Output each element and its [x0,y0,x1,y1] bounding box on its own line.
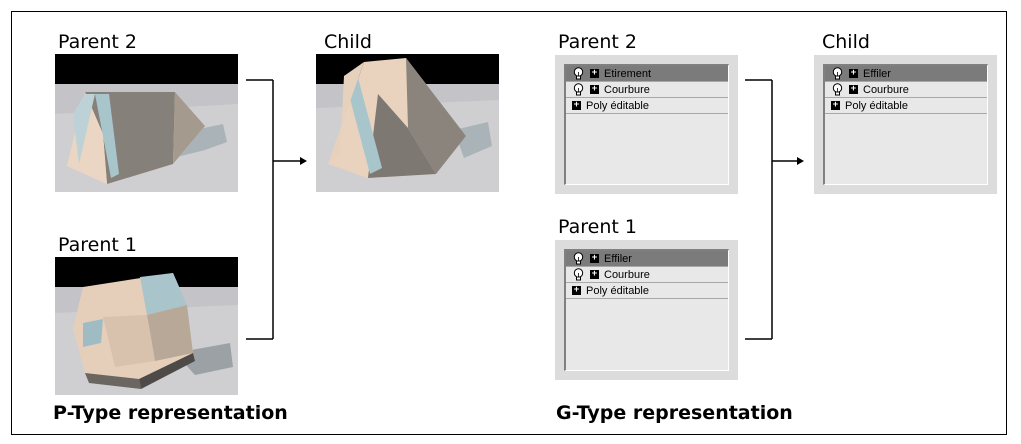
modifier-label: Poly éditable [586,285,649,297]
g-child-modifier-row[interactable]: + Poly éditable [825,98,987,114]
modifier-label: Courbure [604,84,650,96]
g-child-stack-list: + Effiler + Courbure + Poly éditable [823,64,988,185]
lightbulb-icon[interactable] [573,252,584,265]
plus-box-icon[interactable]: + [590,253,599,263]
p-child-label: Child [324,31,372,53]
g-parent2-modifier-row[interactable]: + Etirement [566,66,728,82]
g-parent2-stack-panel: + Etirement + Courbure + Poly éditable [555,55,738,194]
g-child-stack-panel: + Effiler + Courbure + Poly éditable [814,55,997,194]
p-parent1-label: Parent 1 [58,234,137,256]
plus-box-icon[interactable]: + [831,100,840,110]
modifier-label: Effiler [604,253,632,265]
right-arrow-icon [300,157,307,165]
plus-box-icon[interactable]: + [849,68,858,78]
modifier-label: Poly éditable [586,100,649,112]
g-parent1-stack-list: + Effiler + Courbure + Poly éditable [564,249,729,371]
lightbulb-icon[interactable] [832,83,843,96]
g-child-modifier-row[interactable]: + Courbure [825,82,987,98]
lightbulb-icon[interactable] [573,67,584,80]
p-parent2-render [55,54,238,192]
modifier-label: Courbure [604,269,650,281]
plus-box-icon[interactable]: + [572,100,581,110]
modifier-label: Etirement [604,68,652,80]
p-parent2-label: Parent 2 [58,31,137,53]
plus-box-icon[interactable]: + [849,84,858,94]
g-type-caption: G-Type representation [556,402,793,424]
p-parent1-render [55,257,238,395]
p-child-render [316,54,499,192]
lightbulb-icon[interactable] [573,83,584,96]
modifier-label: Poly éditable [845,100,908,112]
g-parent2-stack-list: + Etirement + Courbure + Poly éditable [564,64,729,185]
plus-box-icon[interactable]: + [590,68,599,78]
modifier-label: Effiler [863,68,891,80]
g-parent2-modifier-row[interactable]: + Courbure [566,82,728,98]
g-parent1-modifier-row[interactable]: + Effiler [566,251,728,267]
right-arrow-icon [797,157,804,165]
p-type-caption: P-Type representation [53,402,288,424]
lightbulb-icon[interactable] [832,67,843,80]
g-parent2-modifier-row[interactable]: + Poly éditable [566,98,728,114]
plus-box-icon[interactable]: + [590,84,599,94]
g-child-modifier-row[interactable]: + Effiler [825,66,987,82]
g-parent1-modifier-row[interactable]: + Poly éditable [566,283,728,299]
modifier-label: Courbure [863,84,909,96]
plus-box-icon[interactable]: + [590,269,599,279]
g-parent2-label: Parent 2 [558,31,637,53]
g-parent1-label: Parent 1 [558,216,637,238]
g-child-label: Child [822,31,870,53]
plus-box-icon[interactable]: + [572,285,581,295]
g-parent1-stack-panel: + Effiler + Courbure + Poly éditable [555,240,738,380]
g-parent1-modifier-row[interactable]: + Courbure [566,267,728,283]
lightbulb-icon[interactable] [573,268,584,281]
